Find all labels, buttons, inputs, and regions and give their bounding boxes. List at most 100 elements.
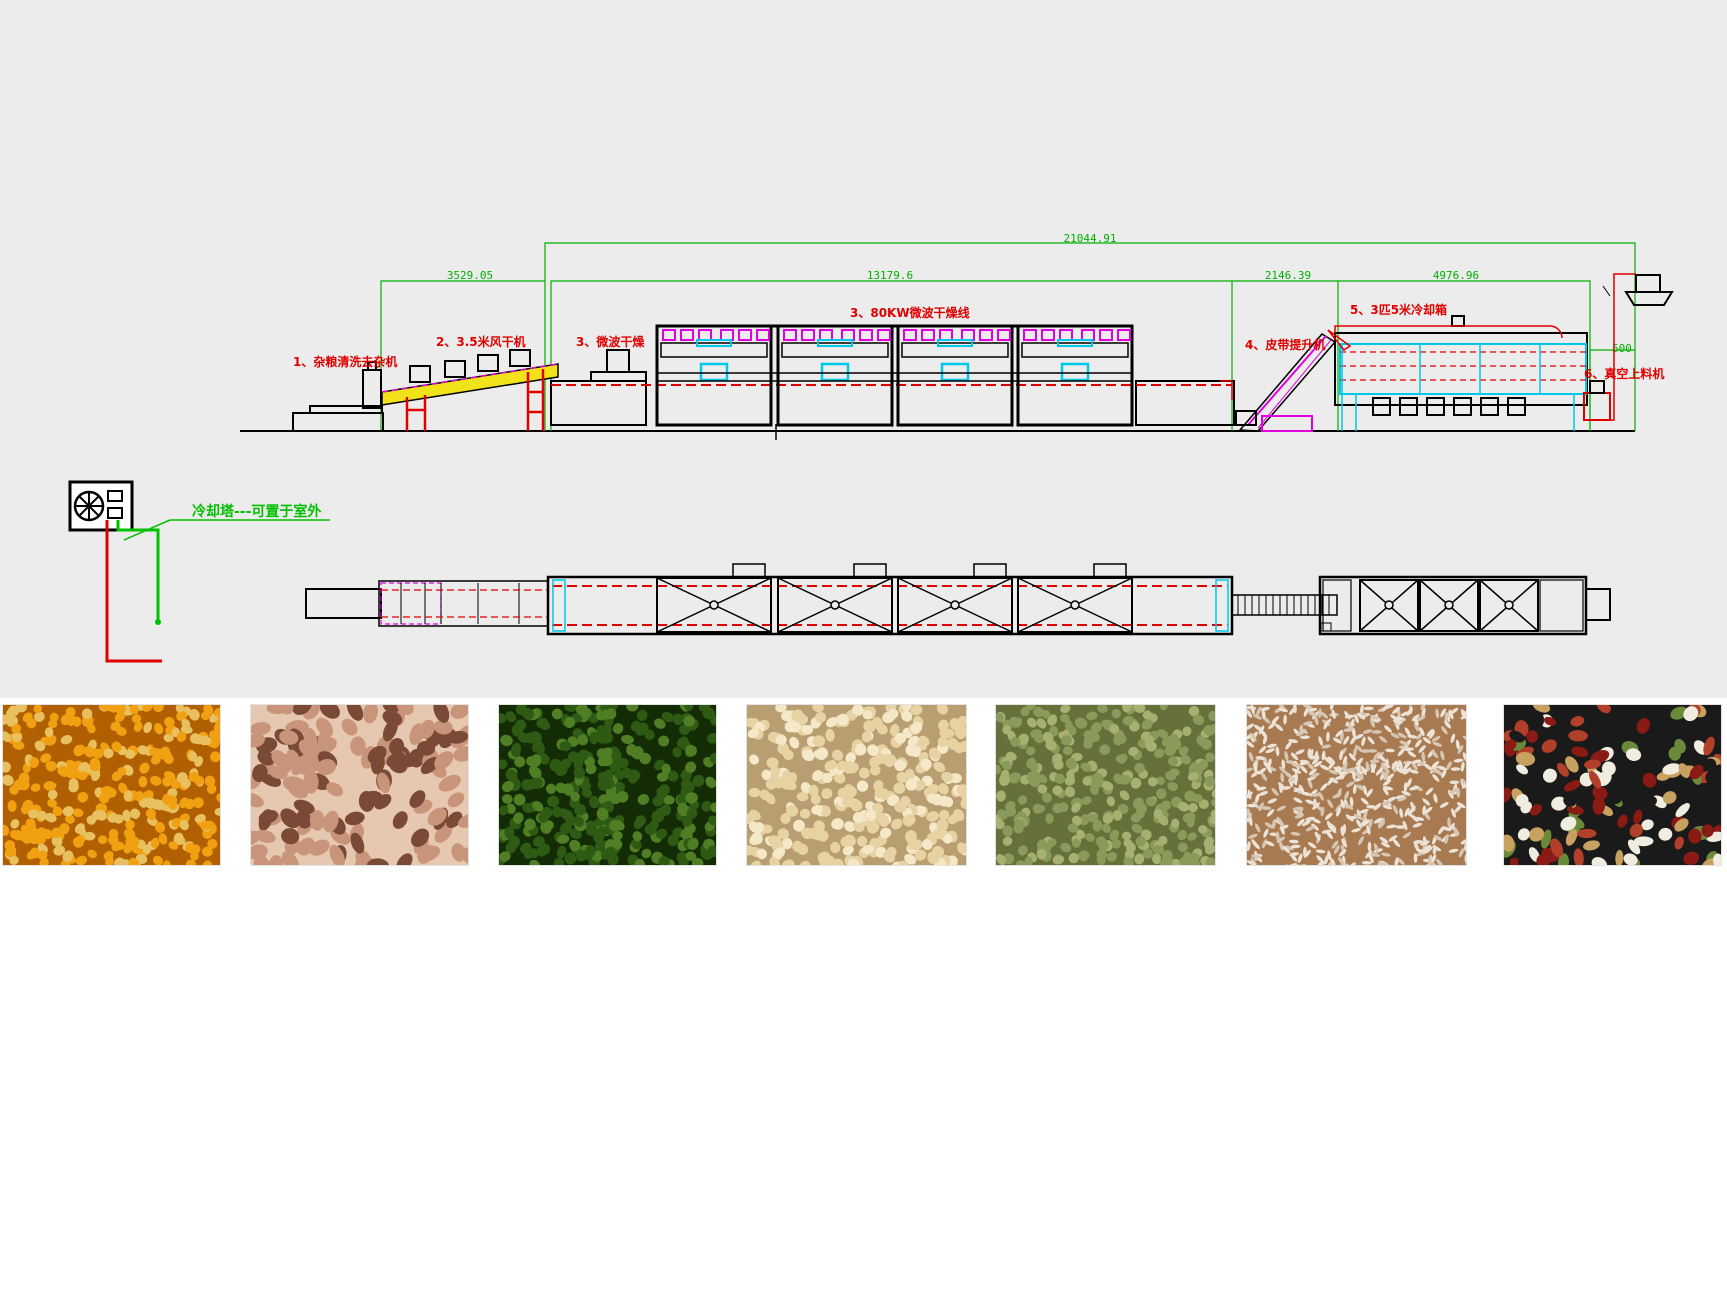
grain [1283, 771, 1293, 779]
grain [504, 826, 515, 839]
grain [200, 711, 210, 721]
grain [135, 853, 148, 865]
grain [1027, 717, 1037, 728]
grain [1366, 804, 1377, 809]
grain [51, 835, 63, 848]
grain [850, 799, 863, 812]
grain [1447, 817, 1451, 828]
grain [254, 829, 276, 843]
grain [453, 746, 468, 762]
grain [1453, 758, 1464, 763]
grain [370, 753, 385, 775]
grain [1065, 757, 1077, 770]
heater-unit [680, 329, 694, 341]
grain [1018, 845, 1028, 856]
grain [793, 819, 805, 832]
grain [447, 730, 468, 744]
grain [1275, 723, 1284, 731]
grain [1373, 817, 1383, 824]
grain [154, 722, 164, 735]
grain [151, 837, 160, 849]
grain [1662, 791, 1677, 804]
grain [1399, 740, 1409, 746]
grain [1080, 762, 1092, 772]
grain [1450, 767, 1461, 771]
grain [1589, 770, 1602, 789]
grain [1291, 762, 1301, 768]
grain [190, 733, 201, 744]
grain [1353, 747, 1357, 757]
grain [1254, 793, 1260, 804]
cooling-box [1327, 315, 1588, 431]
dim-cooling: 4976.96 [1433, 269, 1479, 282]
grain [564, 716, 576, 729]
grain [303, 770, 319, 794]
photo-background [1504, 705, 1721, 865]
grain [114, 712, 126, 723]
grain [1198, 825, 1208, 834]
grain [162, 860, 171, 865]
grain [1382, 786, 1389, 796]
plan-exhaust-port [853, 563, 887, 578]
grain [1683, 706, 1699, 722]
grain [1331, 709, 1336, 720]
grain [1296, 807, 1304, 816]
plan-cooling-center [1444, 600, 1454, 610]
grain [188, 751, 198, 762]
grain [1369, 715, 1380, 720]
grain [1144, 735, 1154, 747]
grain [1341, 838, 1348, 848]
grain [788, 721, 801, 733]
grain [499, 851, 511, 862]
grain [438, 774, 461, 792]
grain [106, 787, 117, 798]
grain [1369, 718, 1375, 728]
grain [842, 845, 854, 856]
grain [209, 730, 219, 740]
grain [1102, 781, 1114, 791]
grain [1033, 733, 1045, 744]
grain [30, 783, 41, 792]
grain [123, 828, 135, 839]
plan-chamber [897, 577, 1013, 633]
grain [1392, 805, 1399, 815]
dim-feed: 3529.05 [447, 269, 493, 282]
grain [1456, 787, 1461, 798]
grain [128, 857, 140, 865]
grain [941, 771, 953, 783]
grain [99, 792, 110, 804]
grain [1365, 850, 1373, 859]
grain [1248, 816, 1253, 826]
grain [1250, 732, 1257, 742]
grain [756, 848, 767, 860]
grain [1288, 862, 1297, 865]
grain [1308, 768, 1317, 776]
grain [53, 806, 63, 816]
grain [1062, 746, 1073, 756]
grain [569, 828, 582, 840]
grain [1397, 732, 1407, 739]
grain [1276, 836, 1286, 843]
grain [1336, 807, 1342, 817]
grain [573, 766, 585, 779]
grain [1384, 748, 1395, 753]
grain [1307, 748, 1312, 759]
grain [780, 812, 791, 824]
grain [1177, 842, 1188, 853]
grain [1446, 761, 1452, 771]
grain [1533, 712, 1545, 728]
grain [1047, 838, 1057, 848]
grain [561, 809, 574, 821]
grain [1633, 809, 1643, 825]
grain [298, 739, 317, 758]
grain [104, 705, 115, 712]
grain [420, 757, 440, 775]
grain [350, 736, 366, 756]
grain [1188, 706, 1200, 717]
grain [1460, 709, 1466, 717]
grain [777, 828, 790, 840]
grain [761, 824, 773, 834]
grain [40, 753, 52, 763]
plan-cooling-cell [1479, 579, 1539, 632]
grain [1367, 749, 1378, 753]
